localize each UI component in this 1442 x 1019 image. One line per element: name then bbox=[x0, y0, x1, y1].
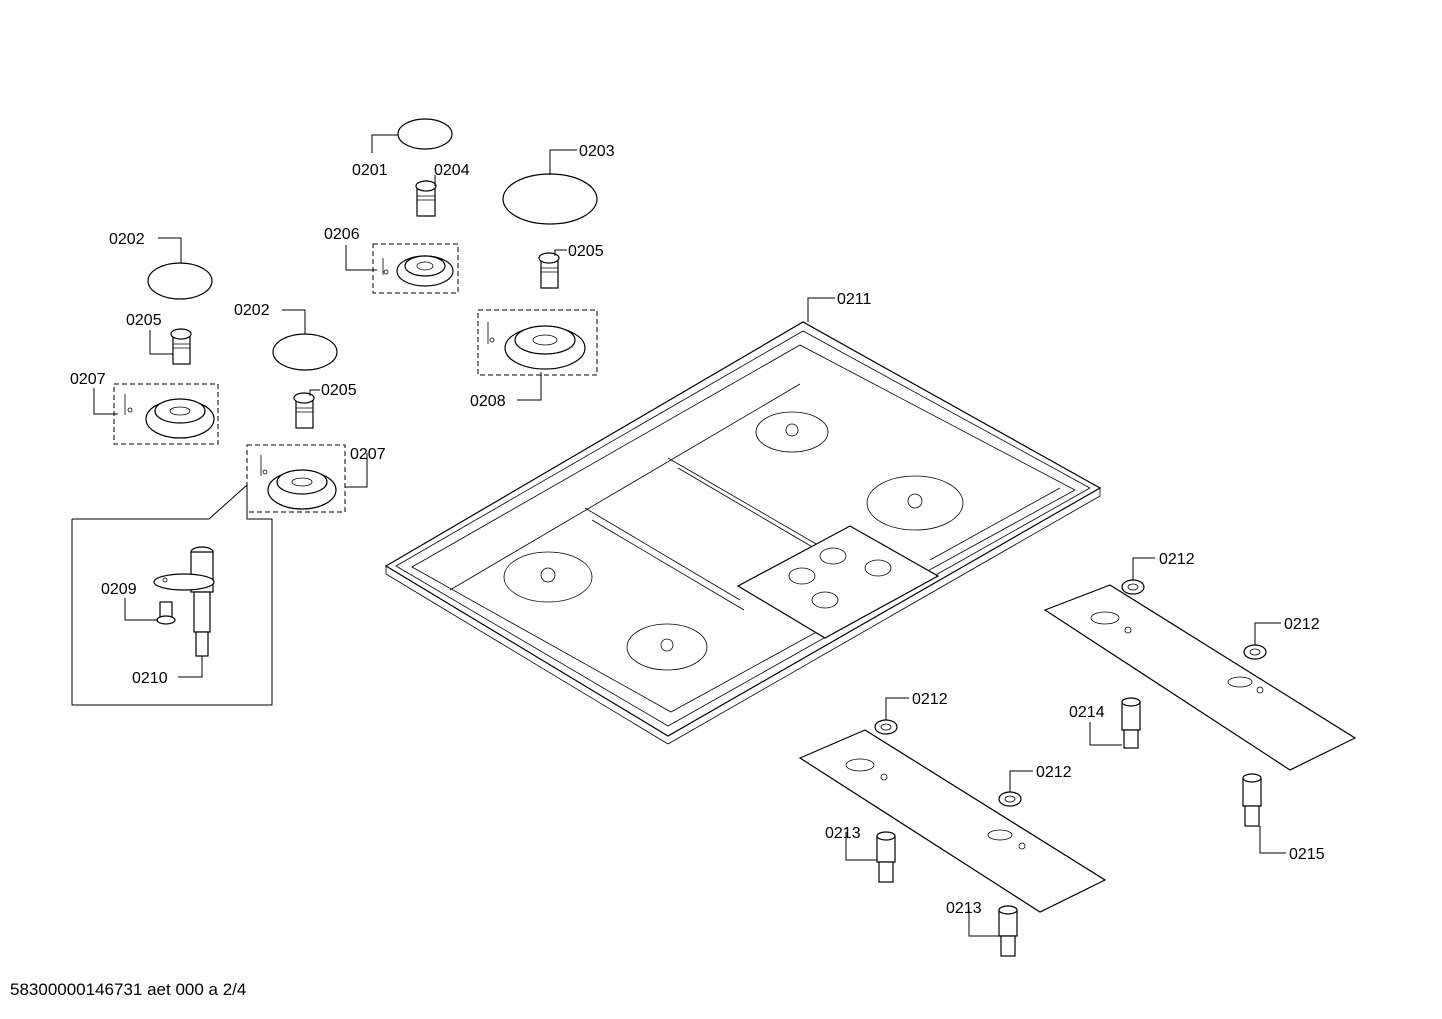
nut-0212-d bbox=[998, 791, 1022, 807]
hob-tray-0211 bbox=[384, 321, 1102, 745]
burner-seat-right bbox=[866, 475, 964, 531]
label-0209: 0209 bbox=[101, 581, 137, 598]
label-0202-left: 0202 bbox=[109, 231, 145, 248]
label-0212-a: 0212 bbox=[1159, 551, 1195, 568]
label-0213-b: 0213 bbox=[946, 900, 982, 917]
label-0208: 0208 bbox=[470, 393, 506, 410]
label-0205-right: 0205 bbox=[568, 243, 604, 260]
label-0211: 0211 bbox=[837, 291, 872, 308]
gas-bar-lower bbox=[798, 729, 1107, 913]
burner-assembly-0208 bbox=[477, 309, 598, 376]
burner-assembly-0207-left bbox=[113, 383, 219, 445]
burner-seat-left bbox=[503, 551, 593, 603]
valve-0213-b bbox=[998, 905, 1018, 957]
detail-inset bbox=[71, 483, 273, 706]
valve-0215 bbox=[1242, 773, 1262, 827]
burner-cap-0201 bbox=[397, 118, 453, 150]
label-0213-a: 0213 bbox=[825, 825, 861, 842]
gas-bar-upper bbox=[1043, 584, 1357, 771]
nut-0212-a bbox=[1121, 579, 1145, 595]
label-0207-mid: 0207 bbox=[350, 446, 386, 463]
burner-cap-0203 bbox=[502, 173, 598, 225]
burner-cap-0202-left bbox=[147, 262, 213, 300]
label-0215: 0215 bbox=[1289, 846, 1325, 863]
leader-lines bbox=[93, 134, 1286, 937]
label-0206: 0206 bbox=[324, 226, 360, 243]
document-footer: 58300000146731 aet 000 a 2/4 bbox=[10, 980, 247, 999]
injector-0204 bbox=[415, 180, 437, 217]
burner-seat-back bbox=[755, 411, 829, 453]
label-0210: 0210 bbox=[132, 670, 168, 687]
injector-0205-right bbox=[538, 252, 560, 289]
label-0203: 0203 bbox=[579, 143, 615, 160]
burner-assembly-0206 bbox=[372, 243, 459, 294]
burner-seat-front bbox=[626, 623, 708, 671]
label-0207-left: 0207 bbox=[70, 371, 106, 388]
nut-0212-c bbox=[874, 719, 898, 735]
valve-0214 bbox=[1121, 697, 1141, 749]
label-0202-mid: 0202 bbox=[234, 302, 270, 319]
burner-assembly-0207-mid bbox=[246, 444, 346, 513]
label-0205-left: 0205 bbox=[126, 312, 162, 329]
label-0205-mid: 0205 bbox=[321, 382, 357, 399]
valve-0213-a bbox=[876, 831, 896, 883]
label-0212-d: 0212 bbox=[1036, 764, 1072, 781]
label-0214: 0214 bbox=[1069, 704, 1105, 721]
burner-cap-0202-mid bbox=[272, 333, 338, 371]
label-0212-b: 0212 bbox=[1284, 616, 1320, 633]
label-0204: 0204 bbox=[434, 162, 470, 179]
injector-0205-left bbox=[170, 328, 192, 365]
nut-0212-b bbox=[1243, 644, 1267, 660]
injector-0205-mid bbox=[293, 392, 315, 429]
label-0201: 0201 bbox=[352, 162, 388, 179]
label-0212-c: 0212 bbox=[912, 691, 948, 708]
